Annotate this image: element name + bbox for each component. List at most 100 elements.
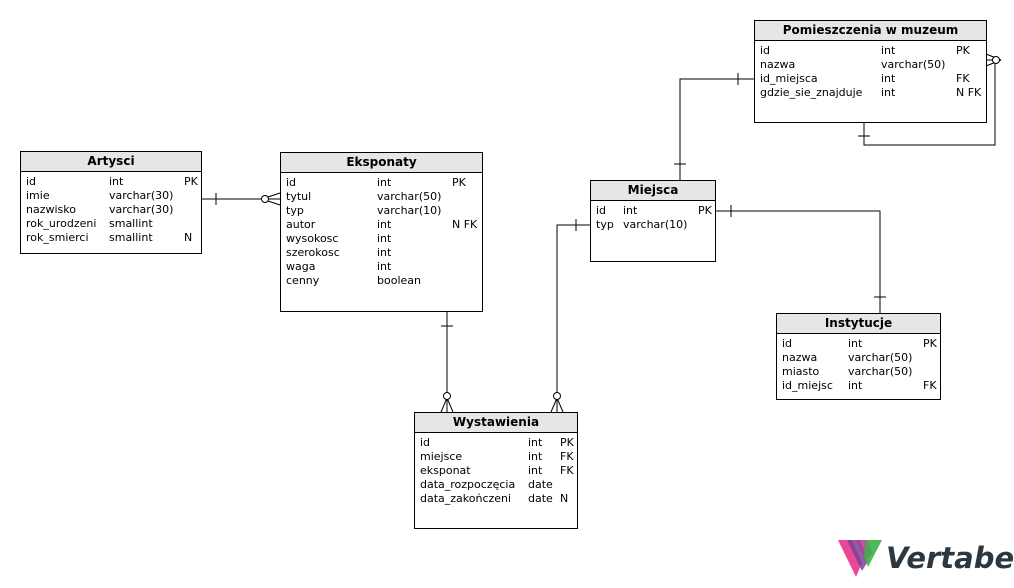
column-name: rok_smierci [26,231,89,244]
rel-pomieszczenia-self [858,53,1002,146]
column-row: waga int [281,260,482,274]
column-type: varchar(50) [848,351,913,364]
column-name: id [420,436,431,449]
column-row: data_zakończeni date N [415,492,577,506]
column-key: FK [560,464,574,477]
column-type: int [109,175,124,188]
entity-title: Artysci [21,152,201,172]
column-name: waga [286,260,316,273]
column-name: id_miejsc [782,379,833,392]
column-row: nazwisko varchar(30) [21,203,201,217]
column-type: smallint [109,217,153,230]
column-type: varchar(10) [623,218,688,231]
rel-miejsca-instytucje [715,205,886,313]
column-type: int [377,260,392,273]
column-key: FK [560,450,574,463]
rel-miejsca-wystawienia [550,219,590,413]
column-row: miejsce int FK [415,450,577,464]
column-name: nazwa [760,58,796,71]
entity-title: Eksponaty [281,153,482,173]
column-name: eksponat [420,464,471,477]
column-name: nazwisko [26,203,76,216]
entity-title: Wystawienia [415,413,577,433]
column-name: autor [286,218,316,231]
column-name: szerokosc [286,246,340,259]
column-type: date [528,478,553,491]
column-name: id [782,337,793,350]
column-name: cenny [286,274,320,287]
column-key: PK [560,436,574,449]
column-key: N [560,492,569,505]
column-row: imie varchar(30) [21,189,201,203]
column-name: rok_urodzeni [26,217,97,230]
column-name: miejsce [420,450,463,463]
column-name: nazwa [782,351,818,364]
column-type: date [528,492,553,505]
column-type: int [881,72,896,85]
column-type: int [377,246,392,259]
column-row: szerokosc int [281,246,482,260]
column-type: int [881,86,896,99]
column-name: imie [26,189,50,202]
column-row: wysokosc int [281,232,482,246]
column-name: id_miejsca [760,72,818,85]
entity-title: Pomieszczenia w muzeum [755,21,986,41]
column-row: id int PK [591,204,715,218]
column-type: smallint [109,231,153,244]
entity-title: Miejsca [591,181,715,201]
rel-eksponaty-wystawienia [440,311,454,413]
column-key: N FK [956,86,982,99]
column-type: int [377,232,392,245]
column-name: data_zakończeni [420,492,512,505]
entity-title: Instytucje [777,314,940,334]
column-type: int [623,204,638,217]
rel-artysci-eksponaty [201,192,281,206]
column-type: int [881,44,896,57]
column-row: id int PK [415,436,577,450]
column-type: varchar(30) [109,189,174,202]
column-type: int [377,176,392,189]
column-row: nazwa varchar(50) [755,58,986,72]
column-type: varchar(50) [377,190,442,203]
column-type: int [377,218,392,231]
column-key: N FK [452,218,478,231]
column-key: FK [923,379,937,392]
column-row: id_miejsc int FK [777,379,940,393]
column-name: id [596,204,607,217]
column-key: PK [956,44,970,57]
column-type: int [848,379,863,392]
column-type: int [528,436,543,449]
column-type: varchar(30) [109,203,174,216]
column-row: rok_urodzeni smallint [21,217,201,231]
column-key: PK [184,175,198,188]
column-key: PK [698,204,712,217]
column-name: wysokosc [286,232,339,245]
vertabelo-logo-icon [838,540,882,577]
column-type: varchar(50) [881,58,946,71]
column-type: int [528,450,543,463]
column-name: typ [286,204,304,217]
